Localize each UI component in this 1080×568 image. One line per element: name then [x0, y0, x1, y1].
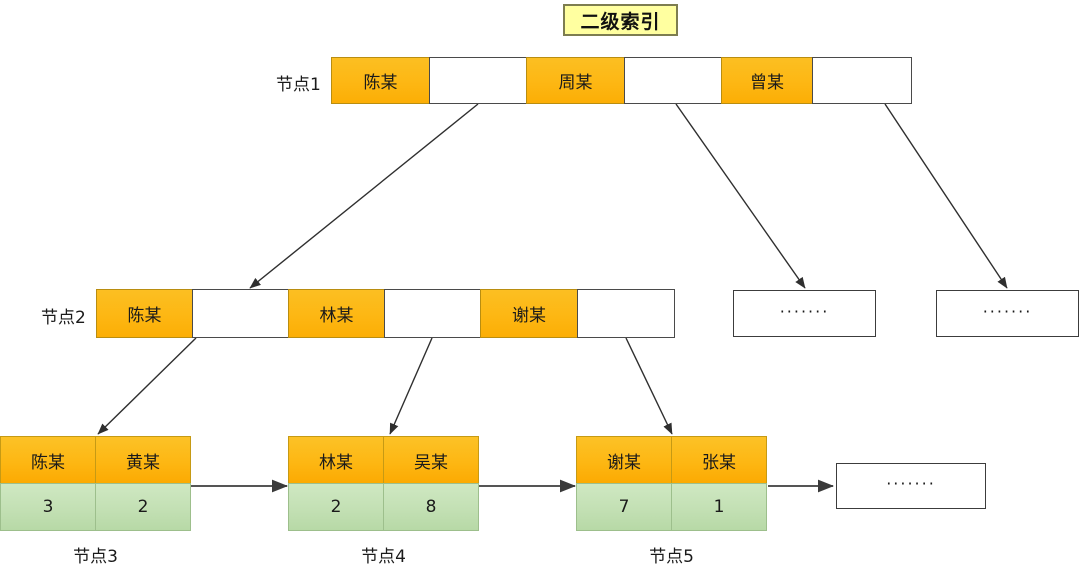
edge-node1-to-ellipsis-b — [884, 103, 1008, 289]
leaf-tail-ellipsis-box[interactable]: ······· — [836, 463, 986, 509]
node1-label: 节点1 — [276, 75, 321, 95]
level2-ellipsis-box-a[interactable]: ······· — [733, 290, 876, 337]
ellipsis-dots: ······· — [779, 301, 830, 321]
leaf-node-5-label: 节点5 — [649, 547, 694, 567]
leaf5-key-1[interactable]: 张某 — [671, 436, 767, 484]
leaf3-key-0[interactable]: 陈某 — [0, 436, 96, 484]
edge-node1-to-node2 — [249, 103, 479, 289]
edge-node2-to-node3 — [97, 337, 197, 435]
node1-key-1[interactable]: 周某 — [526, 57, 625, 104]
leaf3-value-0[interactable]: 3 — [0, 483, 96, 531]
node1-key-2[interactable]: 曾某 — [721, 57, 813, 104]
leaf3-key-1[interactable]: 黄某 — [95, 436, 191, 484]
node2-key-2[interactable]: 谢某 — [480, 289, 578, 338]
node2-pointer-1[interactable] — [384, 289, 481, 338]
level2-ellipsis-box-b[interactable]: ······· — [936, 290, 1079, 337]
leaf5-value-0[interactable]: 7 — [576, 483, 672, 531]
diagram-title: 二级索引 — [563, 4, 678, 36]
leaf-node-4-values: 2 8 — [288, 483, 479, 531]
leaf5-key-0[interactable]: 谢某 — [576, 436, 672, 484]
leaf-node-4-keys: 林某 吴某 — [288, 436, 479, 484]
leaf-node-3-values: 3 2 — [0, 483, 191, 531]
index-node-1[interactable]: 陈某 周某 曾某 — [331, 57, 913, 104]
edge-node2-to-node5 — [625, 337, 673, 435]
node1-pointer-0[interactable] — [429, 57, 527, 104]
index-node-2[interactable]: 陈某 林某 谢某 — [96, 289, 680, 338]
leaf-node-5[interactable]: 谢某 张某 7 1 — [576, 436, 767, 531]
node1-key-0[interactable]: 陈某 — [331, 57, 430, 104]
node2-pointer-2[interactable] — [577, 289, 675, 338]
node1-pointer-1[interactable] — [624, 57, 722, 104]
leaf-node-3[interactable]: 陈某 黄某 3 2 — [0, 436, 191, 531]
leaf-node-4[interactable]: 林某 吴某 2 8 — [288, 436, 479, 531]
leaf-node-3-label: 节点3 — [73, 547, 118, 567]
leaf-node-4-label: 节点4 — [361, 547, 406, 567]
leaf3-value-1[interactable]: 2 — [95, 483, 191, 531]
leaf-node-3-keys: 陈某 黄某 — [0, 436, 191, 484]
leaf5-value-1[interactable]: 1 — [671, 483, 767, 531]
leaf-node-5-values: 7 1 — [576, 483, 767, 531]
node2-label: 节点2 — [41, 308, 86, 328]
leaf-node-5-keys: 谢某 张某 — [576, 436, 767, 484]
ellipsis-dots: ······· — [886, 474, 936, 493]
leaf4-key-1[interactable]: 吴某 — [383, 436, 479, 484]
node1-pointer-2[interactable] — [812, 57, 912, 104]
edge-node1-to-ellipsis-a — [675, 103, 806, 289]
node2-key-1[interactable]: 林某 — [288, 289, 385, 338]
leaf4-value-1[interactable]: 8 — [383, 483, 479, 531]
leaf4-key-0[interactable]: 林某 — [288, 436, 384, 484]
node2-pointer-0[interactable] — [192, 289, 289, 338]
leaf4-value-0[interactable]: 2 — [288, 483, 384, 531]
node2-key-0[interactable]: 陈某 — [96, 289, 193, 338]
ellipsis-dots: ······· — [982, 301, 1033, 321]
edge-node2-to-node4 — [389, 337, 433, 435]
